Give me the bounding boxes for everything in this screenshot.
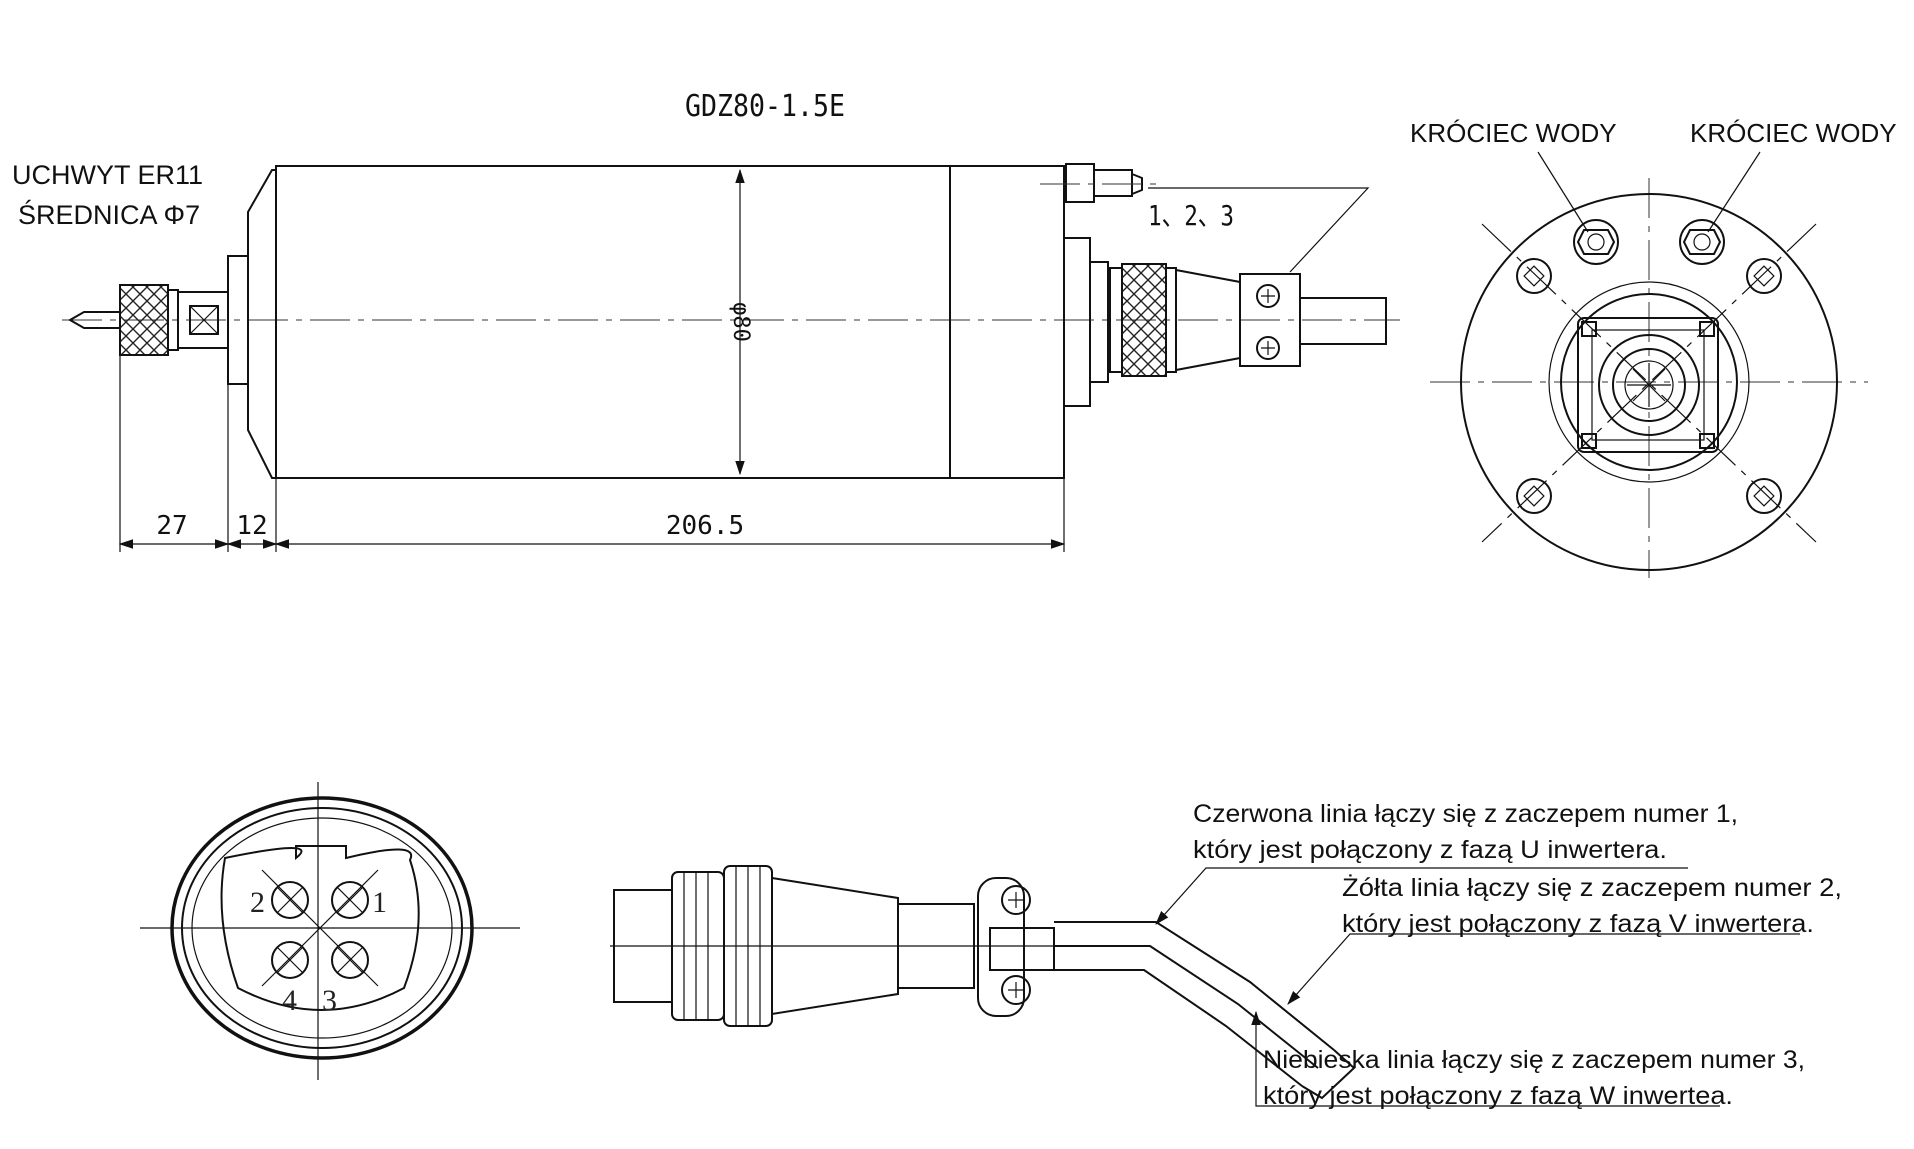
end-view-connector-ring-3 (1624, 360, 1674, 410)
dimension-body-length: 206.5 (666, 511, 744, 541)
clamp-screw-top-icon (1256, 284, 1280, 308)
plug-cone (771, 876, 899, 1016)
cable-clamp-band (989, 927, 1055, 971)
dimension-flange-length: 12 (236, 511, 267, 541)
red-wire-text-line1: Czerwona linia łączy się z zaczepem nume… (1193, 800, 1738, 828)
pin-face-outer-3 (191, 817, 453, 1039)
shaft-nose-cross (189, 305, 219, 335)
water-fitting-nut (1065, 163, 1095, 203)
cable-clamp-screw-top-slot (1008, 892, 1024, 908)
port-leader-line (1148, 187, 1370, 273)
water-fitting-tip (1131, 172, 1143, 196)
yellow-wire-leader (1287, 933, 1800, 1005)
yellow-wire-text-line1: Żółta linia łączy się z zaczepem numer 2… (1342, 873, 1842, 902)
water-outlet-label: KRÓCIEC WODY (1690, 118, 1897, 148)
spindle-side-view: GDZ80-1.5E UCHWYT ER11 ŚREDNICA Φ7 φ80 (12, 89, 1400, 552)
water-inlet-label: KRÓCIEC WODY (1410, 118, 1617, 148)
red-wire-leader (1155, 867, 1688, 925)
square-screw-bl (1581, 433, 1597, 449)
pin-label-4: 4 (282, 984, 297, 1017)
end-view-connector-ring-1 (1598, 334, 1700, 436)
cable-clamp-bracket (977, 877, 1025, 1017)
clamp-screw-top-slot (1261, 289, 1275, 303)
cable-clamp-screw-bottom-icon (1001, 975, 1031, 1005)
pin-face-outer-1 (170, 796, 474, 1060)
pin-2-icon (271, 881, 309, 919)
connector-ring-front (1109, 267, 1123, 373)
pin-face-diag-2 (261, 869, 379, 987)
end-view-connector-ring-2 (1612, 348, 1686, 422)
rear-plate-inner (1089, 261, 1109, 383)
collet-label-line2: ŚREDNICA Φ7 (18, 198, 200, 230)
pin-label-1: 1 (372, 886, 387, 919)
collet-label-line1: UCHWYT ER11 (12, 160, 203, 190)
dimension-nut-length: 27 (156, 511, 187, 541)
plug-rear-sleeve (897, 903, 975, 989)
wire-end (1301, 1049, 1356, 1100)
wire-blue (1054, 969, 1303, 1087)
cable (1299, 297, 1387, 345)
water-port-numbers: 1、2、3 (1148, 199, 1234, 232)
pin-face-key (220, 845, 420, 1011)
end-view-outer-circle (1460, 193, 1838, 571)
pin-label-2: 2 (250, 886, 265, 919)
end-view-connector-hatch (1627, 363, 1671, 407)
blue-wire-text-line1: Niebieska linia łączy się z zaczepem num… (1263, 1046, 1805, 1074)
pin-3-icon (331, 941, 369, 979)
spindle-end-view: KRÓCIEC WODY KRÓCIEC WODY (1410, 118, 1897, 578)
clamp-screw-bottom-icon (1256, 336, 1280, 360)
pin-4-icon (271, 941, 309, 979)
yellow-wire-text-line2: który jest połączony z fazą V inwertera. (1342, 910, 1814, 938)
water-fitting-body (1093, 169, 1133, 197)
water-outlet-leader (1707, 151, 1761, 233)
connector-pin-face: 2 1 4 3 (140, 782, 520, 1080)
water-inlet-leader (1537, 151, 1589, 233)
square-screw-tr (1699, 321, 1715, 337)
red-wire-text-line2: który jest połączony z fazą U inwertera. (1193, 836, 1667, 864)
cable-clamp-screw-bottom-slot (1008, 982, 1024, 998)
end-view-inner-circle (1560, 293, 1738, 471)
blue-wire-leader (1251, 1010, 1720, 1107)
rear-plate (1063, 237, 1091, 407)
mounting-bolts (1516, 258, 1782, 514)
end-view-bolt-circle (1548, 281, 1750, 483)
blue-wire-text-line2: który jest połączony z fazą W inwertea. (1263, 1082, 1733, 1110)
end-view-square-inner (1591, 329, 1705, 441)
water-nipple-inlet (1573, 219, 1619, 265)
pin-1-icon (331, 881, 369, 919)
cable-clamp-screw-top-icon (1001, 885, 1031, 915)
diameter-label: φ80 (728, 302, 753, 342)
front-cap (247, 169, 277, 479)
shaft-nose-square (189, 305, 219, 335)
connector-cable-view: Czerwona linia łączy się z zaczepem nume… (610, 800, 1842, 1110)
square-screw-tl (1581, 321, 1597, 337)
water-nipple-outlet (1679, 219, 1725, 265)
pin-face-outer-2 (181, 807, 463, 1049)
connector-knurled-ring (1121, 263, 1167, 377)
wire-red (1054, 921, 1335, 1051)
end-view-square-flange (1577, 317, 1719, 453)
collet-nut (119, 284, 169, 356)
pin-label-3: 3 (322, 984, 337, 1017)
motor-body (275, 165, 1065, 479)
model-title: GDZ80-1.5E (685, 89, 845, 124)
wire-yellow (1054, 945, 1319, 1069)
clamp-screw-bottom-slot (1261, 341, 1275, 355)
length-dimensions (118, 356, 1066, 552)
square-screw-br (1699, 433, 1715, 449)
